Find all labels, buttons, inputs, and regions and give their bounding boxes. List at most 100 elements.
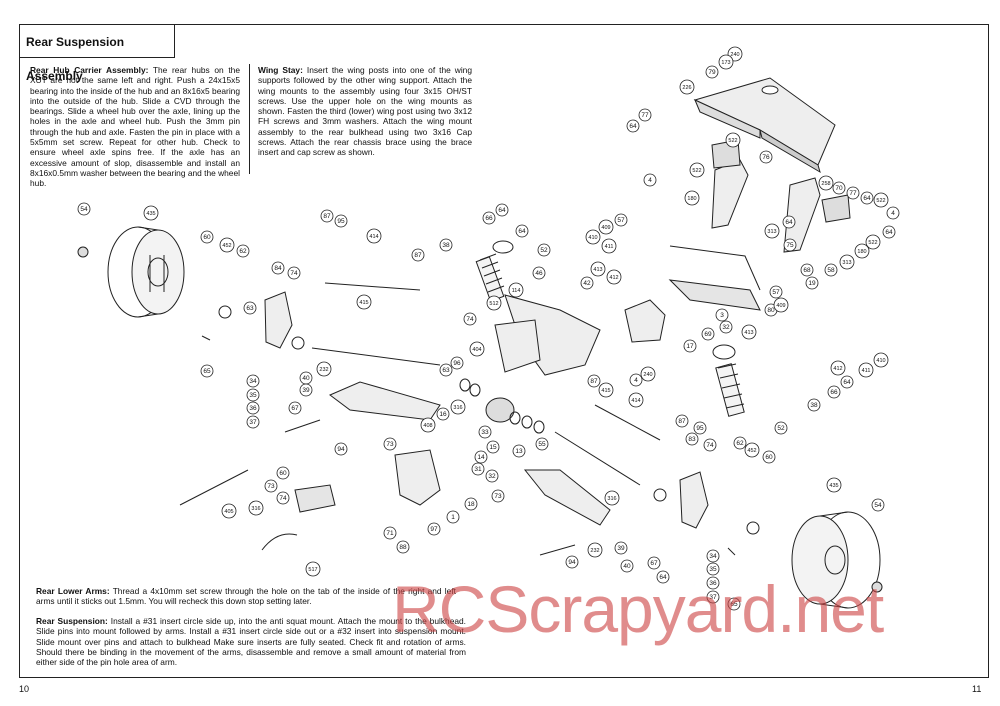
part-number: 38 xyxy=(442,242,450,249)
part-number: 95 xyxy=(696,425,704,432)
part-number: 76 xyxy=(762,154,770,161)
part-callout: 60 xyxy=(762,450,776,464)
part-callout: 95 xyxy=(693,421,707,435)
part-callout: 97 xyxy=(427,522,441,536)
part-number: 414 xyxy=(631,398,640,404)
part-callout: 63 xyxy=(439,363,453,377)
part-number: 84 xyxy=(274,265,282,272)
part-callout: 84 xyxy=(271,261,285,275)
part-number: 67 xyxy=(650,560,658,567)
part-callout: 232 xyxy=(587,542,603,558)
wing-stay-body: Insert the wing posts into one of the wi… xyxy=(258,65,472,158)
part-number: 35 xyxy=(249,392,257,399)
wing-support-right xyxy=(783,177,821,253)
part-callout: 94 xyxy=(334,442,348,456)
part-number: 64 xyxy=(863,195,871,202)
part-number: 13 xyxy=(515,448,523,455)
part-number: 452 xyxy=(222,243,231,249)
part-callout: 71 xyxy=(383,526,397,540)
rear-wing xyxy=(693,77,836,174)
part-callout: 412 xyxy=(606,269,622,285)
part-number: 94 xyxy=(568,559,576,566)
part-callout: 35 xyxy=(706,562,720,576)
part-callout: 74 xyxy=(703,438,717,452)
part-callout: 316 xyxy=(248,500,264,516)
part-number: 173 xyxy=(721,60,730,66)
part-number: 413 xyxy=(593,267,602,273)
part-callout: 38 xyxy=(439,238,453,252)
shock-left xyxy=(475,240,514,302)
rear-bulkhead xyxy=(624,299,666,343)
part-number: 74 xyxy=(290,270,298,277)
part-number: 32 xyxy=(722,324,730,331)
part-number: 87 xyxy=(323,213,331,220)
part-number: 54 xyxy=(80,206,88,213)
part-callout: 18 xyxy=(464,497,478,511)
part-number: 55 xyxy=(538,441,546,448)
part-number: 313 xyxy=(767,229,776,235)
part-callout: 70 xyxy=(832,181,846,195)
wing-stay-heading: Wing Stay: xyxy=(258,65,303,75)
part-callout: 414 xyxy=(366,228,382,244)
cvd-right xyxy=(554,431,641,486)
part-number: 62 xyxy=(736,440,744,447)
part-callout: 42 xyxy=(580,276,594,290)
part-number: 52 xyxy=(540,247,548,254)
part-callout: 316 xyxy=(604,490,620,506)
part-number: 73 xyxy=(494,493,502,500)
lower-arm-right xyxy=(523,469,611,526)
part-number: 410 xyxy=(588,235,597,241)
part-number: 316 xyxy=(251,506,260,512)
part-callout: 94 xyxy=(565,555,579,569)
rear-suspension-text: Rear Suspension: Install a #31 insert ci… xyxy=(36,616,466,667)
watermark: RCScrapyard.net xyxy=(392,572,884,646)
part-callout: 410 xyxy=(585,229,601,245)
part-number: 63 xyxy=(442,367,450,374)
part-number: 15 xyxy=(489,444,497,451)
rear-suspension-heading: Rear Suspension: xyxy=(36,616,108,626)
part-number: 414 xyxy=(369,234,378,240)
part-number: 57 xyxy=(772,289,780,296)
part-callout: 17 xyxy=(683,339,697,353)
part-number: 114 xyxy=(512,288,521,294)
part-number: 39 xyxy=(617,545,625,552)
differential xyxy=(485,397,515,423)
part-number: 95 xyxy=(337,218,345,225)
part-callout: 114 xyxy=(508,282,524,298)
part-callout: 58 xyxy=(824,263,838,277)
part-number: 64 xyxy=(785,219,793,226)
part-number: 38 xyxy=(810,402,818,409)
part-number: 522 xyxy=(692,168,701,174)
part-number: 180 xyxy=(857,249,866,255)
part-number: 77 xyxy=(641,112,649,119)
shock-right xyxy=(712,344,745,417)
part-callout: 409 xyxy=(598,219,614,235)
part-number: 62 xyxy=(239,248,247,255)
part-callout: 73 xyxy=(383,437,397,451)
part-callout: 39 xyxy=(614,541,628,555)
part-number: 73 xyxy=(386,441,394,448)
part-number: 74 xyxy=(706,442,714,449)
part-callout: 405 xyxy=(221,503,237,519)
part-callout: 13 xyxy=(512,444,526,458)
part-number: 64 xyxy=(518,228,526,235)
part-callout: 57 xyxy=(614,213,628,227)
part-number: 40 xyxy=(623,563,631,570)
part-number: 75 xyxy=(786,242,794,249)
part-callout: 19 xyxy=(805,276,819,290)
hub-carrier-right xyxy=(679,471,709,529)
part-callout: 95 xyxy=(334,214,348,228)
page-frame xyxy=(19,24,989,678)
part-number: 19 xyxy=(808,280,816,287)
part-callout: 408 xyxy=(420,417,436,433)
part-number: 32 xyxy=(488,473,496,480)
part-number: 226 xyxy=(682,85,691,91)
part-callout: 240 xyxy=(640,366,656,382)
part-callout: 313 xyxy=(839,254,855,270)
part-callout: 409 xyxy=(773,297,789,313)
part-callout: 69 xyxy=(701,327,715,341)
part-callout: 87 xyxy=(675,414,689,428)
part-number: 4 xyxy=(891,210,895,217)
part-callout: 413 xyxy=(590,261,606,277)
part-callout: 73 xyxy=(264,479,278,493)
